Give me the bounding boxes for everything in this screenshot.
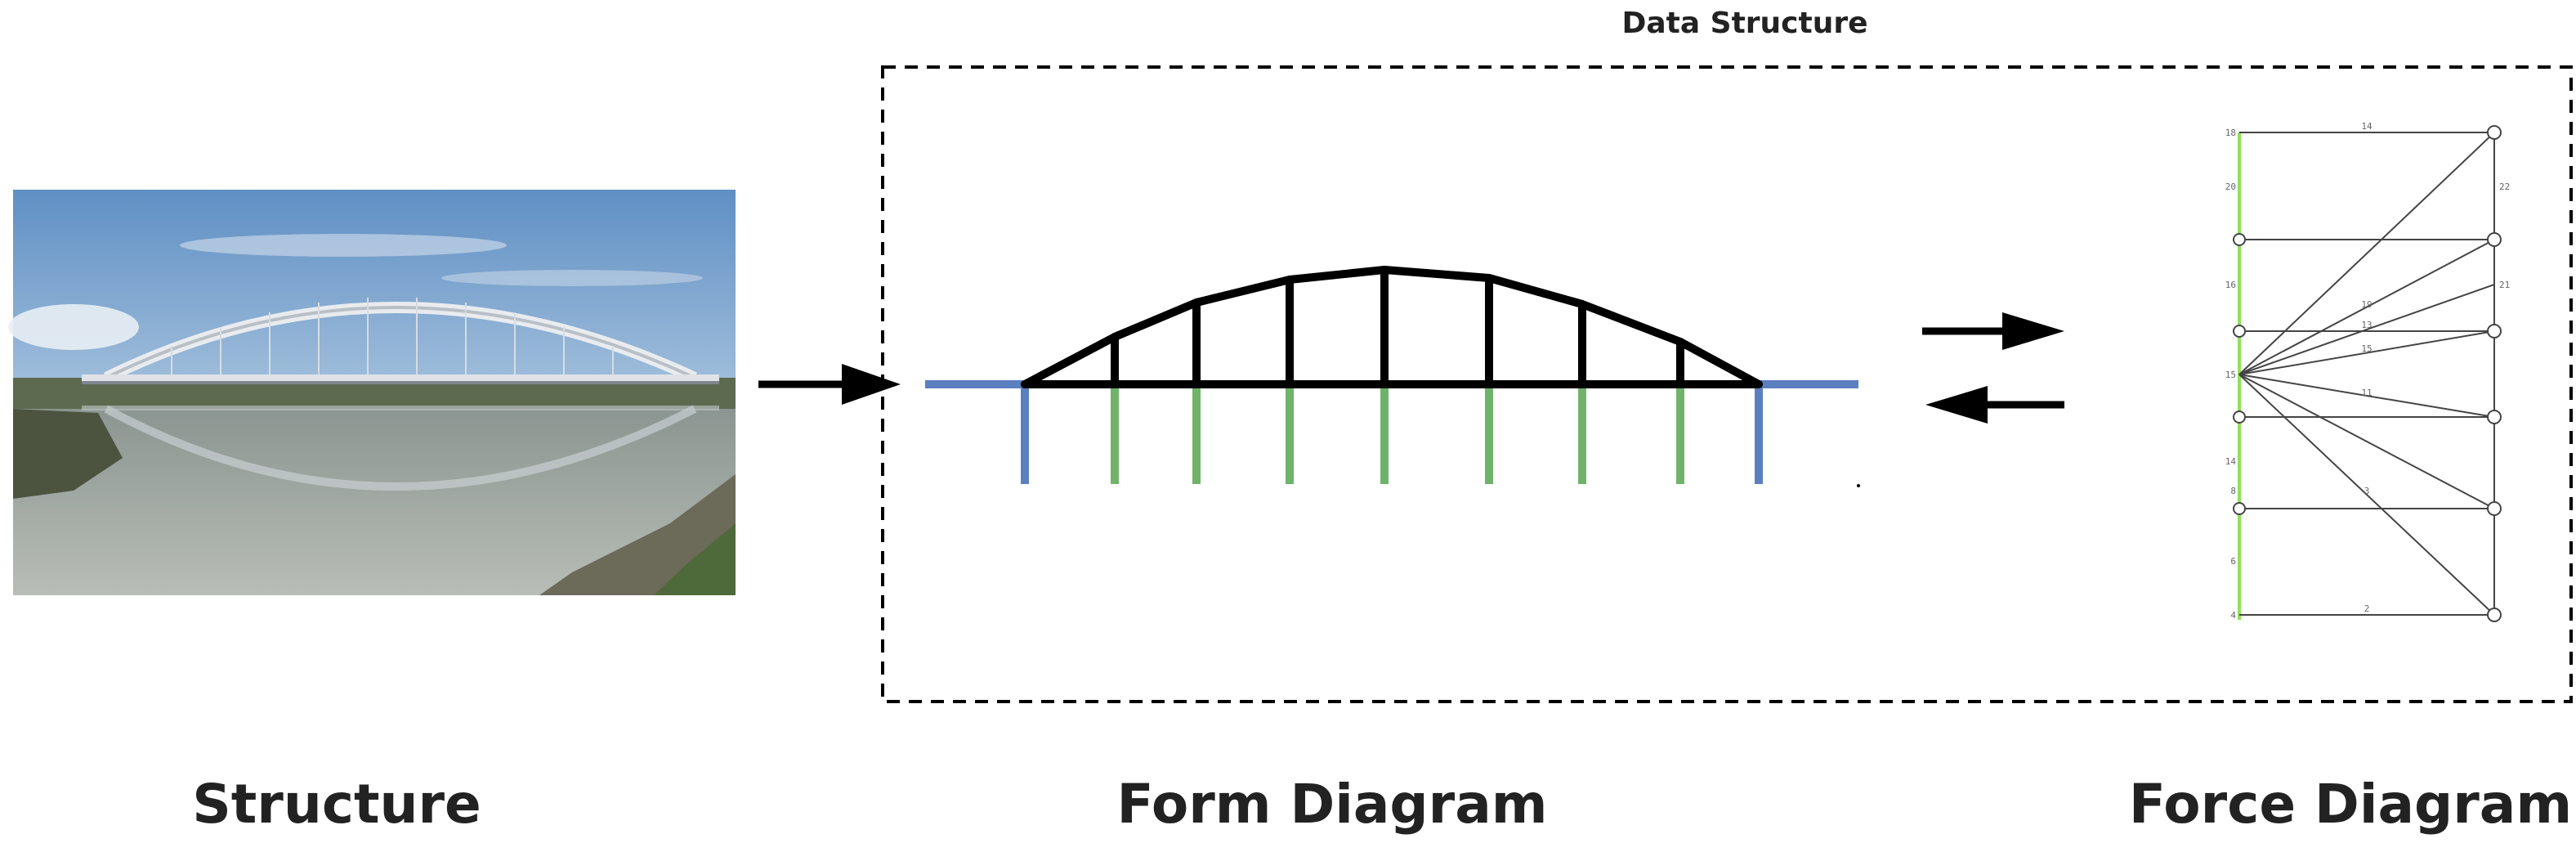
force-label: 4 (2230, 610, 2236, 621)
force-label: 3 (2364, 486, 2370, 496)
force-label: 14 (2225, 456, 2237, 467)
force-label: 11 (2361, 388, 2372, 398)
force-label: 2 (2364, 603, 2370, 614)
form-diagram (925, 266, 1860, 487)
force-label: 21 (2499, 280, 2510, 290)
force-label: 15 (2361, 343, 2372, 354)
force-label: 19 (2361, 299, 2372, 310)
caption-force-diagram: Force Diagram (2129, 773, 2572, 836)
force-diagram: 18 20 16 15 14 8 6 4 14 22 21 19 15 13 1… (2225, 121, 2510, 622)
force-label: 15 (2225, 370, 2236, 380)
arrow-to-data-structure (758, 364, 901, 405)
force-label: 13 (2361, 320, 2372, 330)
force-label: 16 (2225, 280, 2236, 290)
structure-photo (8, 190, 736, 595)
caption-structure: Structure (192, 773, 481, 836)
force-label: 8 (2230, 486, 2236, 496)
force-label: 6 (2230, 556, 2236, 567)
data-structure-title: Data Structure (1621, 7, 1867, 40)
force-label: 22 (2499, 182, 2510, 192)
force-label: 14 (2361, 121, 2373, 132)
force-label: 18 (2225, 128, 2236, 138)
data-structure-frame (881, 65, 2573, 703)
caption-form-diagram: Form Diagram (1116, 773, 1547, 836)
bidirectional-arrows (1922, 312, 2064, 424)
force-label: 20 (2225, 182, 2236, 192)
